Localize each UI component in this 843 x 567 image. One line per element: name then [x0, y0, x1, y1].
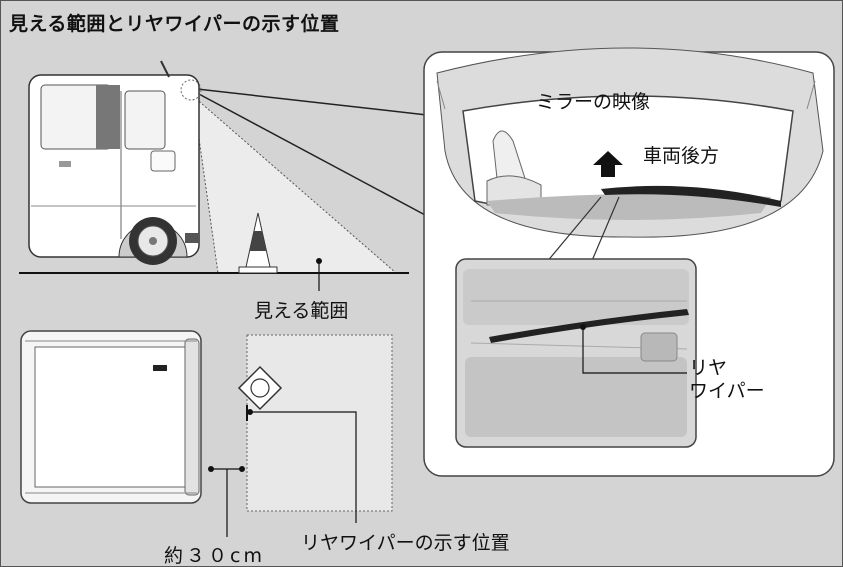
wiper-position-label: リヤワイパーの示す位置 [301, 532, 510, 554]
visible-range-label: 見える範囲 [254, 300, 349, 322]
sight-line-lower [196, 92, 428, 217]
wiper-position-area [246, 334, 393, 512]
diamond-marker-icon [237, 365, 283, 411]
traffic-cone-icon [238, 212, 278, 274]
mirror-image-label: ミラーの映像 [536, 91, 651, 113]
arrow-up-icon [593, 151, 623, 177]
vehicle-side-view [28, 60, 200, 265]
distance-label: 約３０cm [164, 545, 265, 567]
vehicle-rear-label: 車両後方 [643, 145, 720, 167]
rear-wiper-label-line2: ワイパー [689, 380, 765, 402]
rear-wiper-label: リヤ ワイパー [689, 357, 765, 403]
page-title: 見える範囲とリヤワイパーの示す位置 [9, 13, 340, 35]
mirror-image [436, 47, 824, 238]
visible-range-area [192, 94, 398, 274]
rear-wiper-label-line1: リヤ [689, 357, 728, 379]
vehicle-top-view [20, 330, 202, 504]
camera-highlight [180, 79, 202, 101]
wiper-detail-image [463, 269, 689, 437]
sight-line-upper [196, 88, 428, 116]
